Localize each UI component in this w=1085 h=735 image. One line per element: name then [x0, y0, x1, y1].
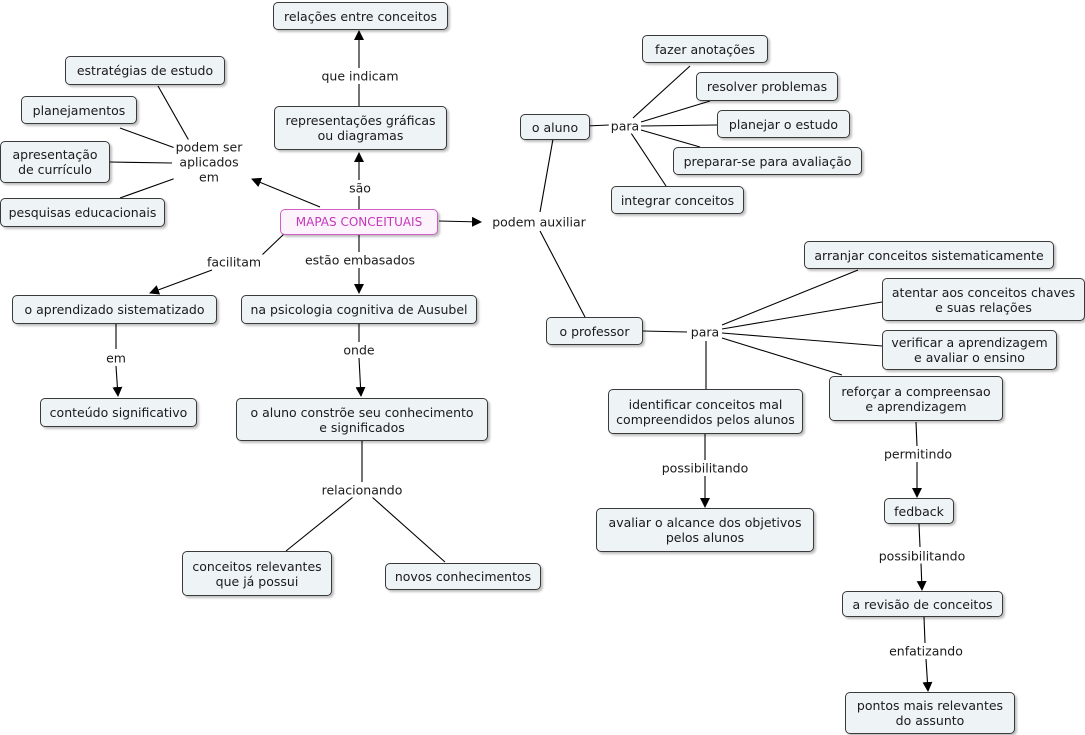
phrase-relacionando: relacionando [319, 482, 405, 498]
phrase-podemser: podem ser aplicados em [173, 139, 245, 185]
concept-resolver[interactable]: resolver problemas [696, 72, 838, 101]
concept-reforcar[interactable]: reforçar a compreensao e aprendizagem [829, 376, 1003, 421]
concept-arranjar[interactable]: arranjar conceitos sistematicamente [804, 241, 1054, 269]
link-main-facilitam [261, 232, 286, 256]
concept-pontos[interactable]: pontos mais relevantes do assunto [845, 692, 1015, 734]
concept-pesq[interactable]: pesquisas educacionais [0, 198, 165, 227]
link-reforcar-permitindo [915, 421, 918, 447]
concept-prof[interactable]: o professor [546, 317, 643, 345]
link-podemser-apres [109, 161, 173, 164]
concept-revisao[interactable]: a revisão de conceitos [842, 591, 1003, 617]
phrase-possib1: possibilitando [659, 460, 751, 476]
phrase-facilitam: facilitam [204, 254, 264, 270]
phrase-para2: para [688, 324, 722, 340]
concept-constroe[interactable]: o aluno constrõe seu conhecimento e sign… [236, 398, 488, 441]
link-relacionando-relev [285, 496, 354, 552]
concept-rel[interactable]: relações entre conceitos [273, 2, 448, 30]
concept-anot[interactable]: fazer anotações [642, 35, 768, 63]
concept-aluno[interactable]: o aluno [520, 114, 590, 140]
phrase-permitindo: permitindo [881, 446, 955, 462]
phrase-onde: onde [341, 342, 377, 358]
link-para1-preparar [640, 129, 701, 148]
link-main-podemaux [438, 216, 482, 227]
link-podemser-plan [119, 127, 176, 149]
link-para2-atentar [721, 301, 883, 330]
phrase-estaoemb: estão embasados [302, 252, 418, 268]
concept-aprend[interactable]: o aprendizado sistematizado [12, 295, 217, 324]
link-para2-verificar [721, 332, 883, 347]
concept-relev[interactable]: conceitos relevantes que já possui [182, 551, 332, 596]
concept-preparar[interactable]: preparar-se para avaliação [673, 147, 862, 175]
concept-integrar[interactable]: integrar conceitos [611, 186, 744, 214]
phrase-podemaux: podem auxiliar [490, 214, 588, 230]
phrase-para1: para [608, 118, 642, 134]
link-para2-reforcar [721, 337, 843, 376]
phrase-sao: são [347, 180, 373, 196]
concept-conteudo[interactable]: conteúdo significativo [40, 398, 197, 427]
link-podemser-pesq [119, 177, 177, 199]
concept-psico[interactable]: na psicologia cognitiva de Ausubel [241, 295, 477, 324]
link-para1-planejar [640, 124, 718, 127]
concept-rep[interactable]: representações gráficas ou diagramas [274, 106, 447, 150]
concept-avaliar[interactable]: avaliar o alcance dos objetivos pelos al… [596, 508, 814, 552]
link-para1-anot [632, 65, 691, 119]
link-fedback-possib2 [918, 523, 921, 548]
concept-planejar[interactable]: planejar o estudo [717, 110, 850, 138]
link-podemser-estr [157, 85, 193, 147]
link-em-conteudo [112, 365, 123, 397]
concept-identificar[interactable]: identificar conceitos mal compreendidos … [608, 389, 803, 434]
link-relacionando-novos [371, 496, 446, 563]
concept-atentar[interactable]: atentar aos conceitos chaves e suas rela… [882, 278, 1085, 321]
link-podemaux-aluno [539, 138, 554, 213]
phrase-possib2: possibilitando [876, 548, 968, 564]
phrase-em: em [104, 350, 128, 366]
link-podemaux-prof [539, 230, 586, 318]
link-prof-para2 [642, 330, 688, 333]
concept-apres[interactable]: apresentação de currículo [0, 141, 110, 183]
concept-fedback[interactable]: fedback [884, 498, 954, 524]
link-revisao-enfatizando [923, 616, 926, 644]
concept-main[interactable]: MAPAS CONCEITUAIS [280, 209, 438, 235]
link-para1-resolver [640, 100, 711, 123]
link-para2-arranjar [721, 269, 859, 326]
link-onde-constroe [355, 357, 366, 397]
link-para1-integrar [630, 132, 667, 187]
concept-plan[interactable]: planejamentos [21, 96, 137, 124]
link-enfatizando-pontos [922, 658, 933, 692]
concept-estr[interactable]: estratégias de estudo [65, 56, 225, 85]
link-facilitam-aprend [149, 269, 213, 295]
phrase-enfatizando: enfatizando [887, 643, 965, 659]
concept-verificar[interactable]: verificar a aprendizagem e avaliar o ens… [882, 330, 1057, 370]
link-possib2-revisao [916, 562, 927, 591]
link-main-podemser [251, 177, 321, 208]
phrase-queindicam: que indicam [319, 68, 401, 84]
concept-novos[interactable]: novos conhecimentos [385, 563, 541, 590]
